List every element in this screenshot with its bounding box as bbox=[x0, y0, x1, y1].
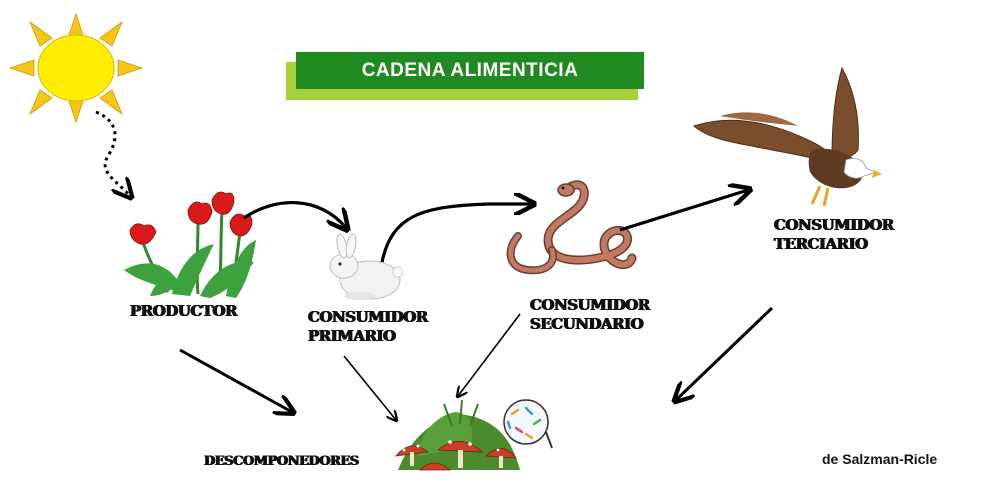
label-consumidor-primario-line1: CONSUMIDOR bbox=[308, 308, 428, 326]
mushrooms-icon bbox=[395, 399, 520, 471]
diagram-title: CADENA ALIMENTICIA bbox=[296, 52, 644, 89]
label-productor: PRODUCTOR bbox=[130, 302, 238, 320]
microscope-bacteria-icon bbox=[503, 399, 553, 449]
arrow-productor-to-descomponedores bbox=[179, 348, 292, 412]
sun-icon bbox=[8, 12, 144, 124]
arrow-terciario-to-descomponedores bbox=[676, 306, 774, 400]
label-descomponedores: DESCOMPONEDORES bbox=[204, 454, 359, 469]
label-consumidor-terciario: CONSUMIDOR TERCIARIO bbox=[774, 216, 894, 254]
arrow-secundario-to-terciario bbox=[619, 190, 748, 232]
label-consumidor-primario: CONSUMIDOR PRIMARIO bbox=[308, 308, 428, 346]
arrow-productor-to-primario bbox=[243, 201, 346, 228]
arrow-secundario-to-descomponedores bbox=[458, 313, 521, 396]
eagle-icon bbox=[693, 66, 882, 207]
label-consumidor-terciario-line1: CONSUMIDOR bbox=[774, 216, 894, 234]
arrow-primario-to-secundario bbox=[380, 204, 532, 263]
credit-text: de Salzman-Ricle bbox=[822, 451, 938, 467]
label-consumidor-terciario-line2: TERCIARIO bbox=[774, 235, 868, 253]
arrow-primario-to-descomponedores bbox=[343, 355, 396, 420]
snake-icon bbox=[506, 180, 637, 275]
label-consumidor-secundario-line2: SECUNDARIO bbox=[530, 315, 644, 333]
label-consumidor-secundario: CONSUMIDOR SECUNDARIO bbox=[530, 296, 650, 334]
label-consumidor-primario-line2: PRIMARIO bbox=[308, 327, 396, 345]
arrow-sun-to-productor bbox=[95, 110, 130, 196]
tulips-icon bbox=[124, 191, 256, 298]
rabbit-icon bbox=[329, 233, 404, 300]
label-consumidor-secundario-line1: CONSUMIDOR bbox=[530, 296, 650, 314]
